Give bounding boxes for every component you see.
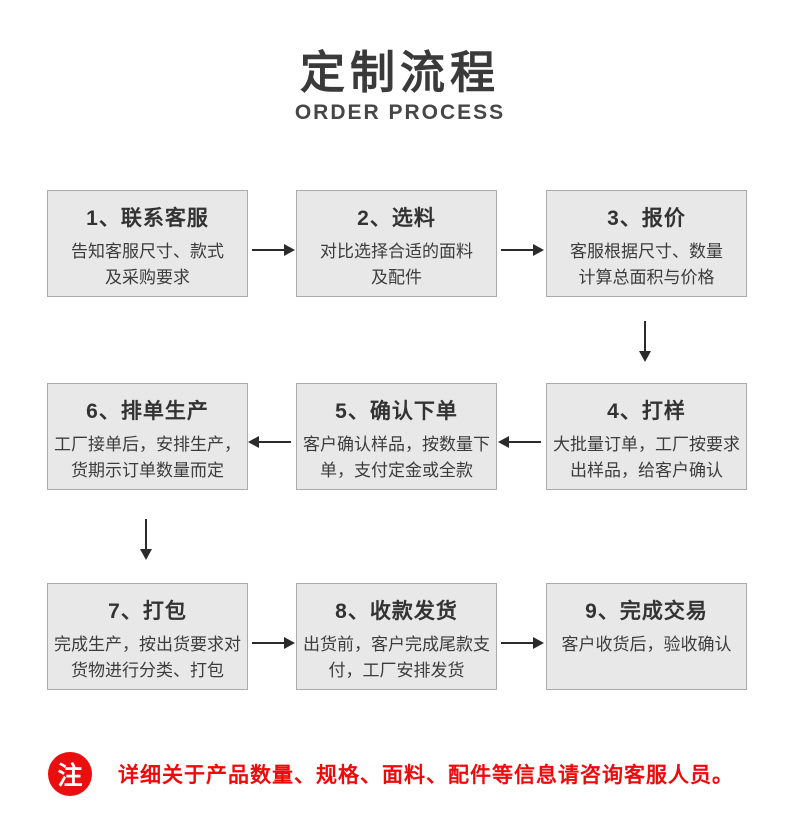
step-desc-line: 大批量订单，工厂按要求 [553,435,740,454]
arrow-right-icon [501,244,544,256]
step-box-4: 4、打样 大批量订单，工厂按要求 出样品，给客户确认 [546,383,747,490]
step-box-8: 8、收款发货 出货前，客户完成尾款支 付，工厂安排发货 [296,583,497,690]
note-text: 详细关于产品数量、规格、面料、配件等信息请咨询客服人员。 [118,764,734,787]
step-desc-line: 付，工厂安排发货 [328,661,465,680]
arrow-down-icon [639,321,651,362]
step-desc-line: 对比选择合适的面料 [320,242,473,261]
step-title: 2、选料 [357,207,436,230]
page-title: 定制流程 [299,47,500,98]
step-title: 7、打包 [108,600,187,623]
step-desc-line: 及采购要求 [105,268,190,287]
step-desc-line: 客户确认样品，按数量下 [303,435,490,454]
step-desc-line: 告知客服尺寸、款式 [71,242,224,261]
step-title: 8、收款发货 [335,600,458,623]
arrow-left-icon [498,436,541,448]
step-box-1: 1、联系客服 告知客服尺寸、款式 及采购要求 [47,190,248,297]
step-desc-line: 出货前，客户完成尾款支 [303,635,490,654]
arrow-right-icon [252,244,295,256]
arrow-right-icon [501,637,544,649]
step-box-7: 7、打包 完成生产，按出货要求对 货物进行分类、打包 [47,583,248,690]
step-box-2: 2、选料 对比选择合适的面料 及配件 [296,190,497,297]
step-title: 1、联系客服 [86,207,209,230]
step-desc-line: 单，支付定金或全款 [320,461,473,480]
step-desc-line: 计算总面积与价格 [578,268,715,287]
page-subtitle: ORDER PROCESS [294,101,506,124]
arrow-left-icon [248,436,291,448]
step-title: 3、报价 [607,207,686,230]
step-desc-line: 货物进行分类、打包 [71,661,224,680]
step-title: 4、打样 [607,400,686,423]
step-title: 6、排单生产 [86,400,209,423]
step-desc-line: 及配件 [371,268,422,287]
step-desc-line: 出样品，给客户确认 [570,461,723,480]
step-title: 5、确认下单 [335,400,458,423]
step-box-6: 6、排单生产 工厂接单后，安排生产， 货期示订单数量而定 [47,383,248,490]
step-title: 9、完成交易 [585,600,708,623]
arrow-down-icon [140,519,152,560]
step-desc-line: 完成生产，按出货要求对 [54,635,241,654]
step-box-9: 9、完成交易 客户收货后，验收确认 [546,583,747,690]
arrow-right-icon [252,637,295,649]
step-desc-line: 货期示订单数量而定 [71,461,224,480]
step-box-3: 3、报价 客服根据尺寸、数量 计算总面积与价格 [546,190,747,297]
step-box-5: 5、确认下单 客户确认样品，按数量下 单，支付定金或全款 [296,383,497,490]
step-desc-line: 客服根据尺寸、数量 [570,242,723,261]
step-desc-line: 工厂接单后，安排生产， [54,435,241,454]
step-desc-line: 客户收货后，验收确认 [561,635,732,654]
note-badge-icon: 注 [48,752,92,796]
